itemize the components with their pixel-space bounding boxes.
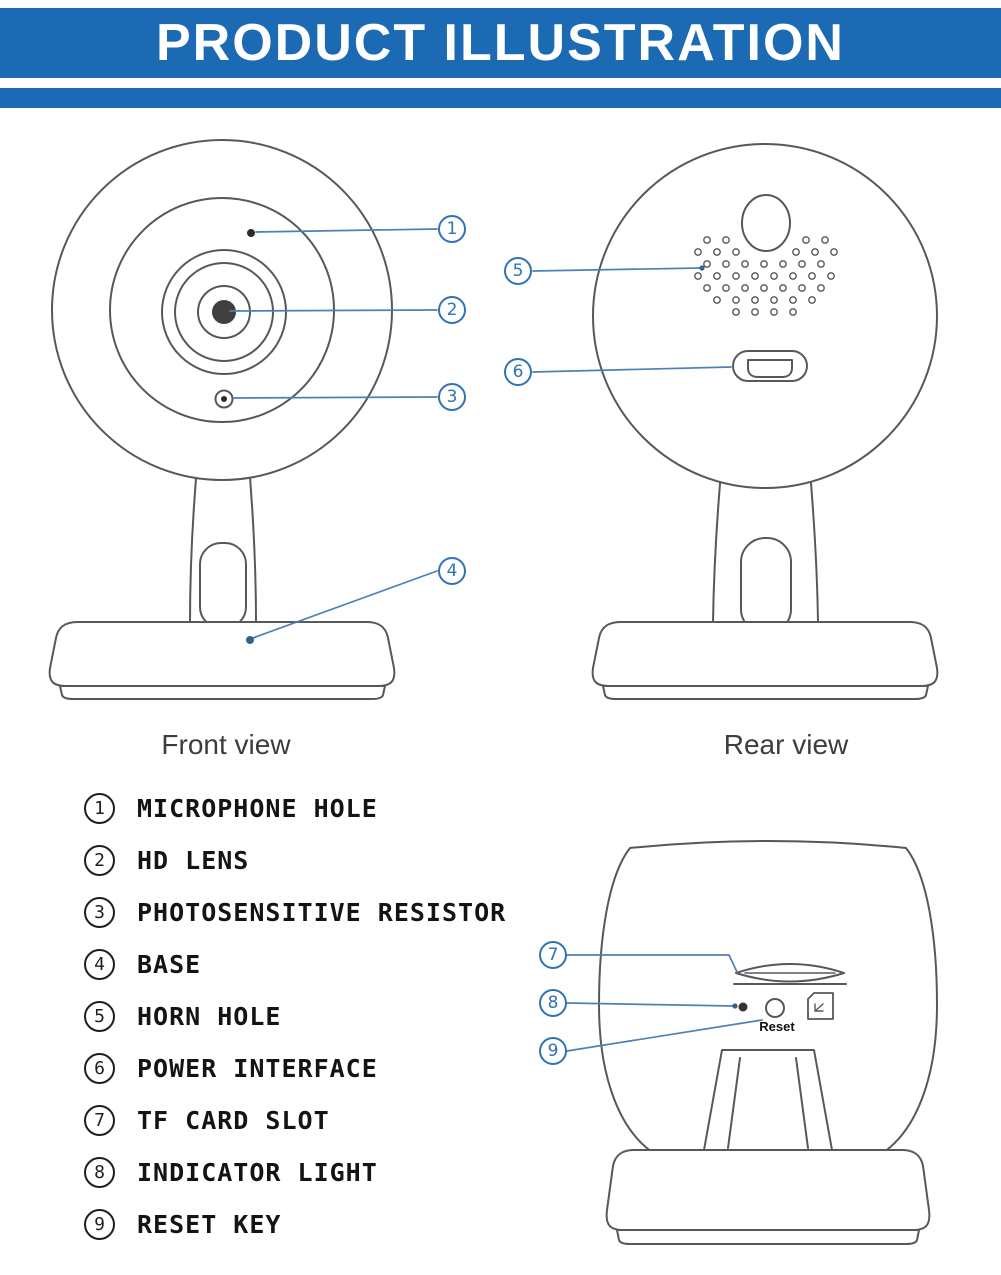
legend-item: 8 INDICATOR LIGHT [84, 1146, 506, 1198]
front-base [48, 621, 396, 687]
legend-number: 8 [84, 1156, 115, 1188]
tf-card-slot [733, 963, 847, 985]
front-hinge [199, 542, 247, 629]
legend-label: HD LENS [137, 845, 250, 875]
bottom-body [598, 840, 938, 1153]
callout-badge-1: 1 [438, 215, 466, 243]
front-lens-glass [197, 285, 251, 339]
front-lens-ring-inner [174, 262, 274, 362]
legend-number: 1 [84, 792, 115, 824]
legend-label: PHOTOSENSITIVE RESISTOR [137, 897, 507, 927]
front-view-caption: Front view [161, 729, 291, 760]
callout-badge-3: 3 [438, 383, 466, 411]
bottom-view-drawing [598, 840, 938, 1245]
front-view-drawing [48, 139, 396, 700]
legend-number: 5 [84, 1000, 115, 1032]
rear-outer-circle [592, 143, 938, 489]
legend-item: 6 POWER INTERFACE [84, 1042, 506, 1094]
title-underline-bar [0, 88, 1001, 108]
legend-item: 7 TF CARD SLOT [84, 1094, 506, 1146]
callout-badge-8: 8 [539, 989, 567, 1017]
reset-key-label: Reset [759, 1019, 795, 1034]
callout-line-6 [532, 366, 732, 373]
callout-badge-6: 6 [504, 358, 532, 386]
rear-base-lip [602, 685, 929, 700]
page-title: PRODUCT ILLUSTRATION [156, 14, 845, 72]
legend-item: 5 HORN HOLE [84, 990, 506, 1042]
legend-item: 2 HD LENS [84, 834, 506, 886]
rear-arm-capsule [740, 537, 792, 634]
legend-number: 4 [84, 948, 115, 980]
rear-view-caption: Rear view [723, 729, 849, 760]
callout-line-5 [532, 267, 702, 272]
callout-line-2 [229, 309, 438, 312]
bottom-base-lip [616, 1229, 920, 1245]
legend-item: 4 BASE [84, 938, 506, 990]
title-bar: PRODUCT ILLUSTRATION [0, 8, 1001, 78]
legend-number: 7 [84, 1104, 115, 1136]
legend-label: BASE [137, 949, 202, 979]
reset-key [765, 998, 785, 1018]
bottom-base [605, 1149, 931, 1231]
photosensitive-resistor [214, 389, 234, 409]
indicator-light [738, 1002, 748, 1012]
legend-label: INDICATOR LIGHT [137, 1157, 378, 1187]
rear-base [591, 621, 939, 687]
legend-label: HORN HOLE [137, 1001, 282, 1031]
front-base-lip [59, 685, 386, 700]
horn-holes [694, 236, 838, 316]
front-lens-pupil [212, 300, 236, 324]
power-interface [732, 350, 808, 382]
callout-line-4 [249, 570, 438, 640]
sd-card-icon [807, 992, 834, 1020]
callout-line-3 [233, 396, 438, 399]
legend-item: 3 PHOTOSENSITIVE RESISTOR [84, 886, 506, 938]
legend-label: MICROPHONE HOLE [137, 793, 378, 823]
callout-line-1 [255, 228, 438, 233]
legend-item: 1 MICROPHONE HOLE [84, 782, 506, 834]
microphone-hole [247, 229, 255, 237]
rear-mount-hole [741, 194, 791, 252]
callout-line-7 [566, 954, 738, 973]
legend-number: 2 [84, 844, 115, 876]
callout-line-9 [566, 1019, 763, 1052]
front-lens-ring-outer [161, 249, 287, 375]
callout-line-8 [566, 1002, 735, 1007]
callout-badge-4: 4 [438, 557, 466, 585]
callout-badge-5: 5 [504, 257, 532, 285]
legend-label: TF CARD SLOT [137, 1105, 330, 1135]
callout-badge-9: 9 [539, 1037, 567, 1065]
legend-number: 9 [84, 1208, 115, 1240]
bottom-arm [703, 1049, 833, 1151]
legend-label: RESET KEY [137, 1209, 282, 1239]
callout-badge-2: 2 [438, 296, 466, 324]
legend-number: 3 [84, 896, 115, 928]
rear-view-drawing [591, 143, 939, 700]
callout-lines [229, 228, 763, 1052]
legend-item: 9 RESET KEY [84, 1198, 506, 1250]
legend-label: POWER INTERFACE [137, 1053, 378, 1083]
legend: 1 MICROPHONE HOLE 2 HD LENS 3 PHOTOSENSI… [84, 782, 506, 1250]
legend-number: 6 [84, 1052, 115, 1084]
callout-badge-7: 7 [539, 941, 567, 969]
